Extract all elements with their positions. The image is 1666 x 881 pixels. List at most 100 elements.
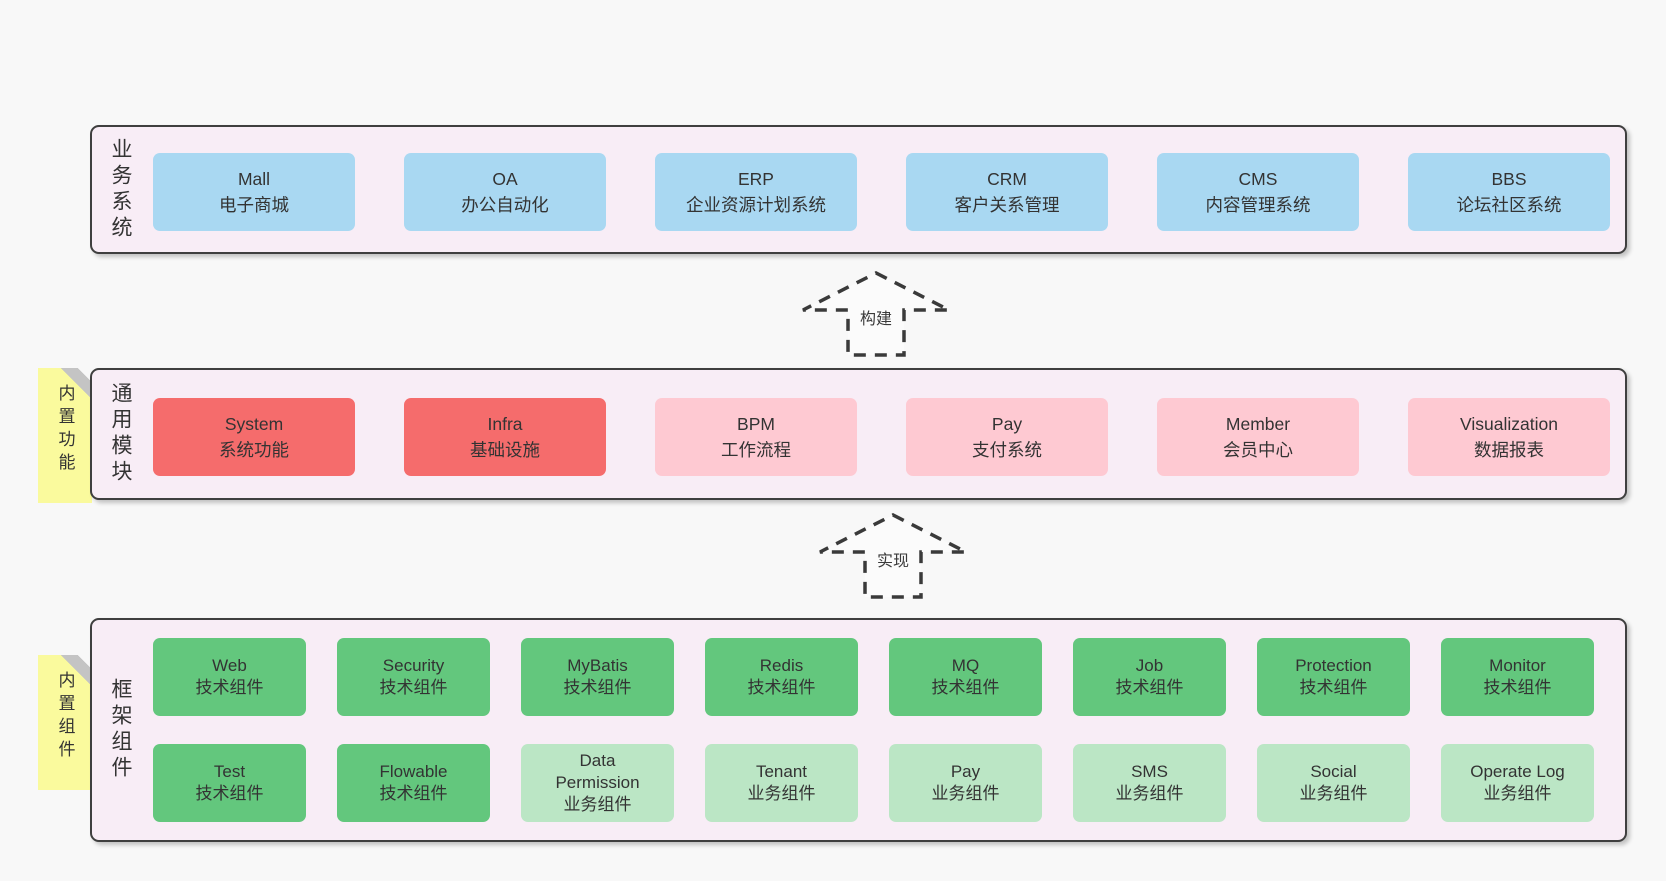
box-subtitle: 客户关系管理 — [954, 195, 1060, 215]
section-framework-components: 框架组件 Web 技术组件 Security 技术组件 MyBatis 技术组件… — [90, 618, 1627, 842]
sticky-note-text: 内置组件 — [55, 671, 75, 763]
section-common-modules: 通用模块 System 系统功能 Infra 基础设施 BPM 工作流程 Pay… — [90, 368, 1627, 500]
box-title: Security — [382, 655, 445, 675]
box-pay-module: Pay 支付系统 — [906, 398, 1108, 476]
box-title: OA — [492, 168, 518, 189]
box-title: Protection — [1295, 655, 1372, 675]
box-title: MQ — [951, 655, 980, 675]
build-arrow-label: 构建 — [855, 304, 897, 330]
box-title: Flowable — [379, 761, 448, 781]
box-crm: CRM 客户关系管理 — [906, 153, 1108, 231]
box-subtitle: 企业资源计划系统 — [686, 195, 826, 215]
box-title: Test — [213, 761, 246, 781]
box-social: Social 业务组件 — [1257, 744, 1410, 822]
box-job: Job 技术组件 — [1073, 638, 1226, 716]
implement-arrow-label: 实现 — [872, 546, 914, 572]
section-label-business: 业务系统 — [109, 137, 132, 242]
build-arrow: 构建 — [800, 269, 952, 359]
box-title: Redis — [759, 655, 804, 675]
box-title: Monitor — [1489, 655, 1546, 675]
box-subtitle: 办公自动化 — [461, 195, 549, 215]
box-subtitle: 会员中心 — [1223, 440, 1293, 460]
box-subtitle: 业务组件 — [931, 784, 1000, 803]
box-title: Job — [1135, 655, 1164, 675]
box-subtitle: 技术组件 — [379, 784, 448, 803]
box-web: Web 技术组件 — [153, 638, 306, 716]
box-subtitle: 业务组件 — [747, 784, 816, 803]
box-title: Data Permission — [555, 750, 640, 792]
box-subtitle: 系统功能 — [219, 440, 289, 460]
box-title: Operate Log — [1470, 761, 1565, 781]
box-title: Tenant — [755, 761, 808, 781]
box-subtitle: 技术组件 — [1299, 678, 1368, 697]
framework-box-row-1: Web 技术组件 Security 技术组件 MyBatis 技术组件 Redi… — [153, 638, 1594, 716]
box-title: CRM — [987, 168, 1027, 189]
section-label-modules: 通用模块 — [109, 382, 132, 486]
box-data-permission: Data Permission 业务组件 — [521, 744, 674, 822]
box-subtitle: 内容管理系统 — [1205, 195, 1311, 215]
box-test: Test 技术组件 — [153, 744, 306, 822]
box-bbs: BBS 论坛社区系统 — [1408, 153, 1610, 231]
box-title: System — [224, 413, 284, 434]
box-subtitle: 技术组件 — [1115, 678, 1184, 697]
box-subtitle: 基础设施 — [470, 440, 540, 460]
box-system: System 系统功能 — [153, 398, 355, 476]
box-monitor: Monitor 技术组件 — [1441, 638, 1594, 716]
box-mall: Mall 电子商城 — [153, 153, 355, 231]
box-subtitle: 技术组件 — [1483, 678, 1552, 697]
box-subtitle: 业务组件 — [563, 795, 632, 815]
box-subtitle: 技术组件 — [195, 784, 264, 803]
box-title: Pay — [991, 413, 1023, 434]
box-subtitle: 技术组件 — [563, 678, 632, 697]
box-subtitle: 技术组件 — [379, 678, 448, 697]
box-subtitle: 业务组件 — [1115, 784, 1184, 803]
box-subtitle: 支付系统 — [972, 440, 1042, 460]
box-infra: Infra 基础设施 — [404, 398, 606, 476]
section-business-systems: 业务系统 Mall 电子商城 OA 办公自动化 ERP 企业资源计划系统 CRM… — [90, 125, 1627, 254]
box-redis: Redis 技术组件 — [705, 638, 858, 716]
box-title: Web — [212, 655, 247, 675]
box-member: Member 会员中心 — [1157, 398, 1359, 476]
box-title: Infra — [487, 413, 523, 434]
box-title: SMS — [1131, 761, 1168, 781]
box-title: Mall — [237, 168, 271, 189]
box-operate-log: Operate Log 业务组件 — [1441, 744, 1594, 822]
framework-box-row-2: Test 技术组件 Flowable 技术组件 Data Permission … — [153, 744, 1594, 822]
box-bpm: BPM 工作流程 — [655, 398, 857, 476]
box-mybatis: MyBatis 技术组件 — [521, 638, 674, 716]
implement-arrow: 实现 — [817, 511, 969, 601]
box-subtitle: 技术组件 — [195, 678, 264, 697]
modules-box-row: System 系统功能 Infra 基础设施 BPM 工作流程 Pay 支付系统… — [153, 398, 1610, 476]
box-tenant: Tenant 业务组件 — [705, 744, 858, 822]
box-title: Social — [1310, 761, 1357, 781]
box-title: BPM — [737, 413, 775, 434]
box-title: Visualization — [1460, 413, 1558, 434]
box-title: Member — [1225, 413, 1291, 434]
box-erp: ERP 企业资源计划系统 — [655, 153, 857, 231]
box-flowable: Flowable 技术组件 — [337, 744, 490, 822]
box-subtitle: 业务组件 — [1483, 784, 1552, 803]
box-sms: SMS 业务组件 — [1073, 744, 1226, 822]
sticky-note-builtin-features: 内置功能 — [38, 368, 92, 503]
box-subtitle: 论坛社区系统 — [1456, 195, 1562, 215]
box-security: Security 技术组件 — [337, 638, 490, 716]
box-title: MyBatis — [567, 655, 628, 675]
box-title: CMS — [1238, 168, 1278, 189]
box-title: Pay — [950, 761, 981, 781]
box-oa: OA 办公自动化 — [404, 153, 606, 231]
sticky-note-text: 内置功能 — [55, 384, 75, 476]
box-visualization: Visualization 数据报表 — [1408, 398, 1610, 476]
box-subtitle: 工作流程 — [721, 440, 791, 460]
business-box-row: Mall 电子商城 OA 办公自动化 ERP 企业资源计划系统 CRM 客户关系… — [153, 153, 1610, 231]
box-subtitle: 电子商城 — [219, 195, 289, 215]
sticky-note-builtin-components: 内置组件 — [38, 655, 92, 790]
box-subtitle: 数据报表 — [1474, 440, 1544, 460]
box-title: BBS — [1491, 168, 1527, 189]
box-cms: CMS 内容管理系统 — [1157, 153, 1359, 231]
box-title: ERP — [738, 168, 774, 189]
box-mq: MQ 技术组件 — [889, 638, 1042, 716]
box-subtitle: 技术组件 — [931, 678, 1000, 697]
box-subtitle: 业务组件 — [1299, 784, 1368, 803]
box-pay-component: Pay 业务组件 — [889, 744, 1042, 822]
